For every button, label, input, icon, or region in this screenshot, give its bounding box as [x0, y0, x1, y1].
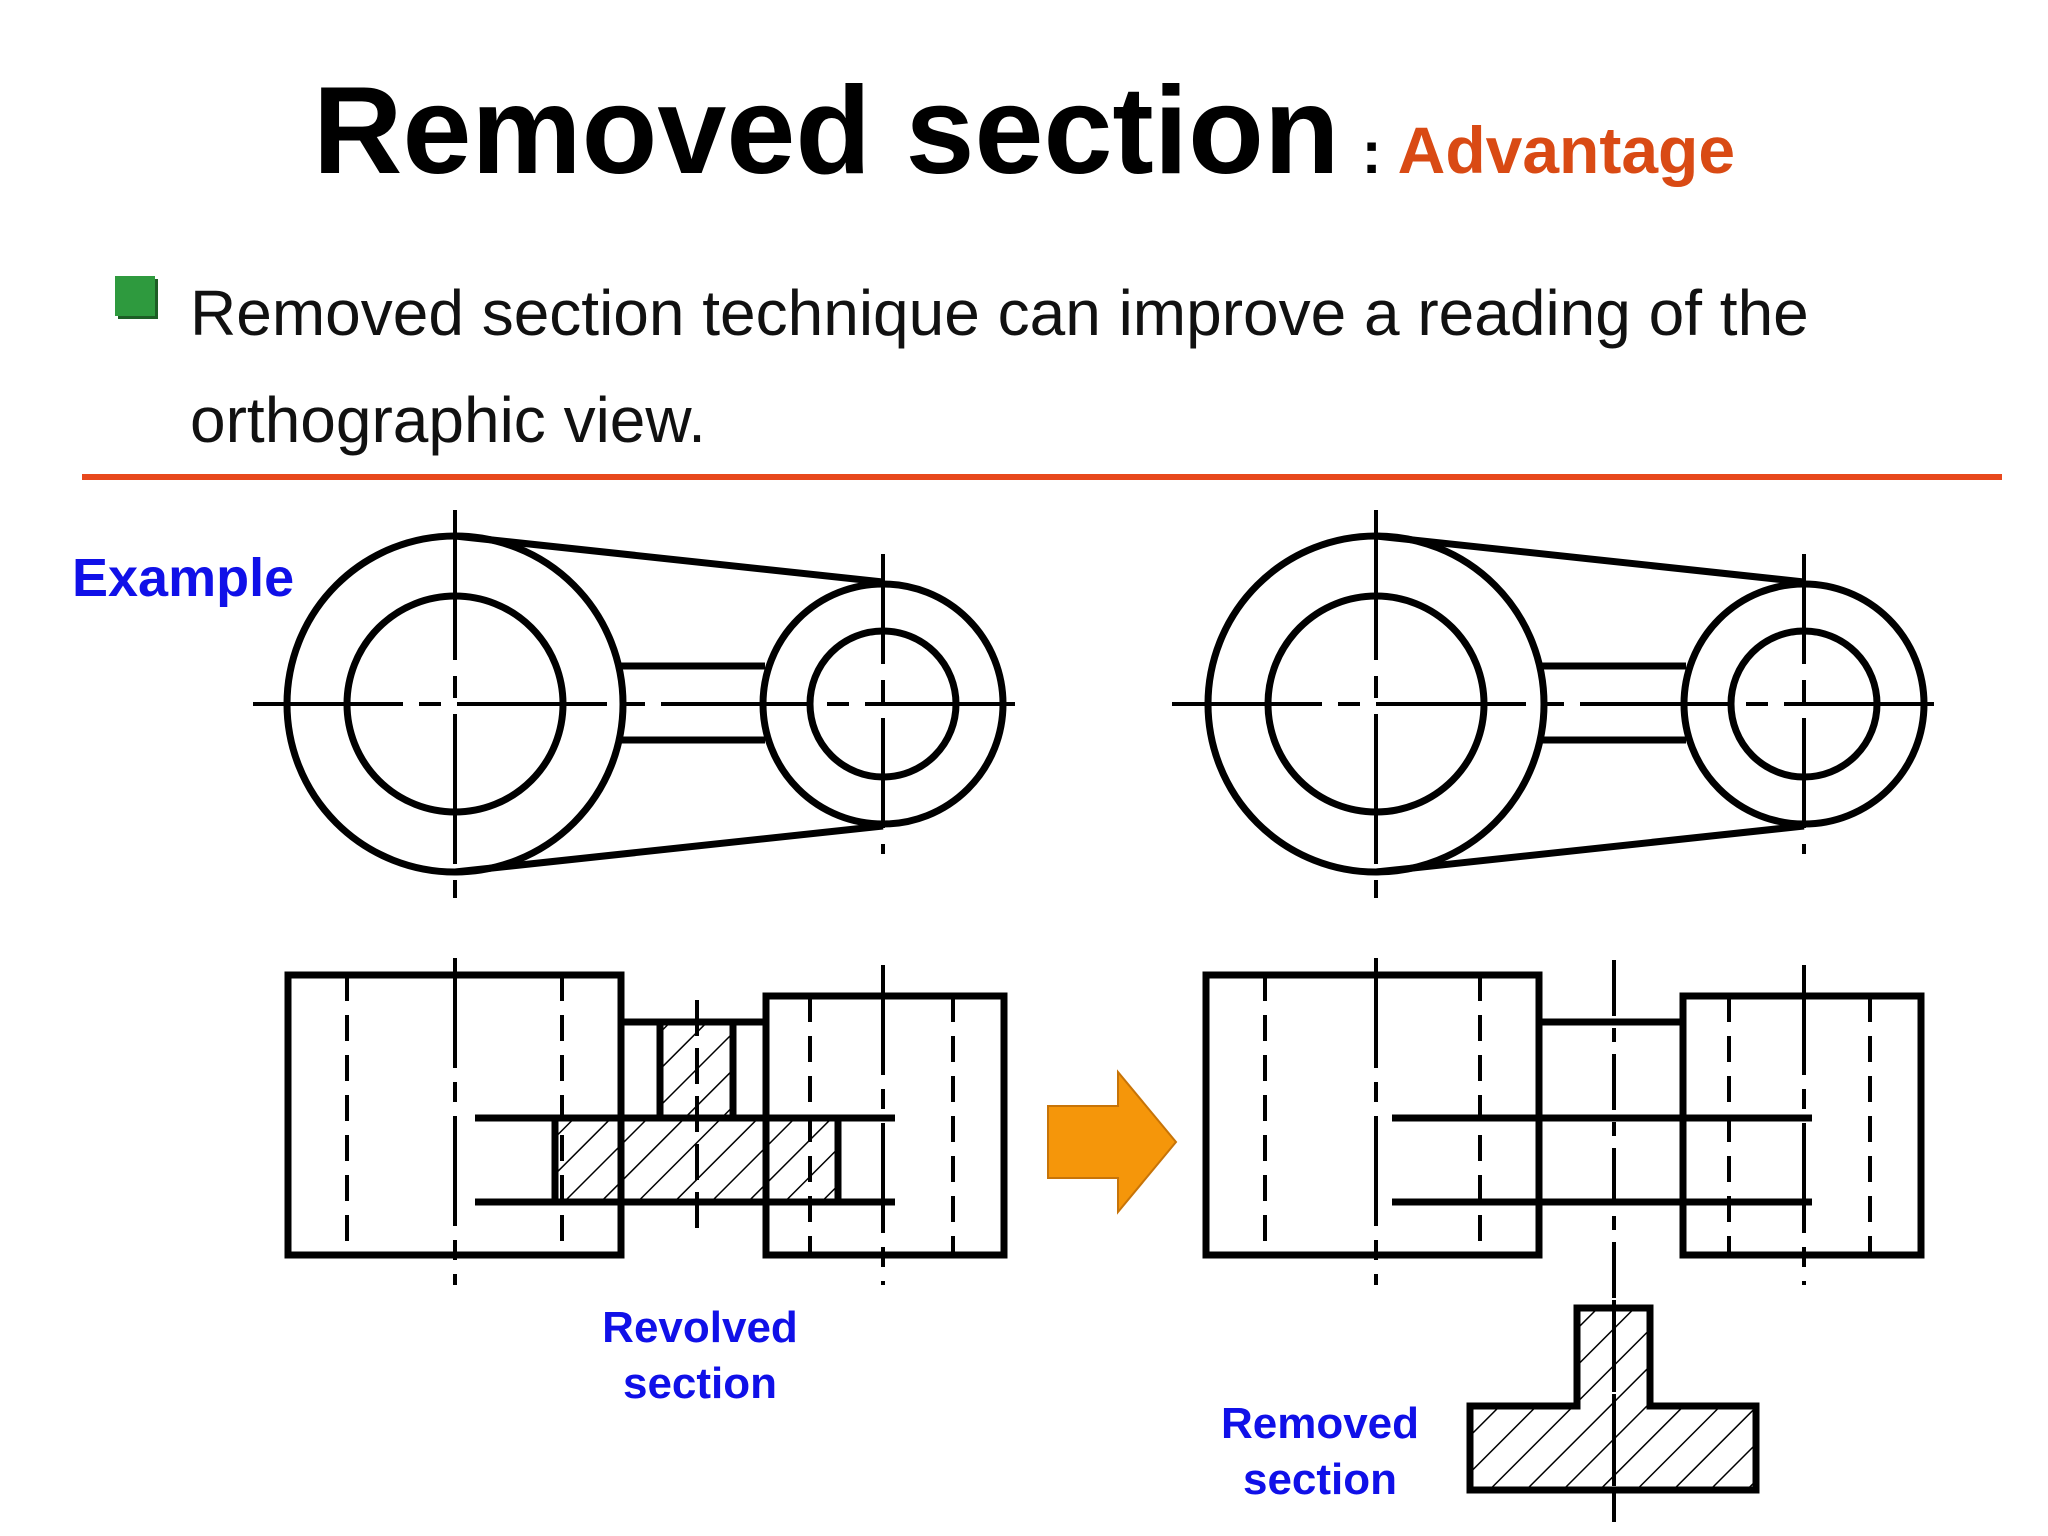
bullet-text: Removed section technique can improve a …	[190, 277, 1809, 456]
left-tangent-bottom	[454, 822, 884, 876]
left-front-hidden-lines	[345, 975, 955, 1255]
page-title: Removed section	[312, 62, 1340, 200]
right-tangent-top	[1375, 532, 1805, 586]
right-front-view	[1202, 971, 1925, 1259]
left-tangent-top	[454, 532, 884, 586]
right-front-hidden-lines	[1263, 975, 1872, 1255]
right-front-centerlines	[1374, 958, 1806, 1522]
page-subtitle: Advantage	[1397, 113, 1736, 187]
green-square-bullet-icon	[115, 276, 155, 316]
right-arrow-icon	[1047, 1069, 1178, 1215]
divider-line	[82, 474, 2002, 480]
example-label: Example	[72, 548, 295, 608]
right-top-centerlines	[1172, 510, 1945, 898]
revolved-section-label: Revolved section	[602, 1303, 798, 1408]
left-top-centerlines	[253, 510, 1028, 898]
right-tangent-bottom	[1375, 822, 1805, 876]
title-row: Removed section:Advantage	[0, 60, 2048, 202]
title-separator: :	[1361, 119, 1382, 186]
left-front-centerlines	[453, 958, 885, 1285]
removed-section-label: Removed section	[1220, 1399, 1420, 1504]
